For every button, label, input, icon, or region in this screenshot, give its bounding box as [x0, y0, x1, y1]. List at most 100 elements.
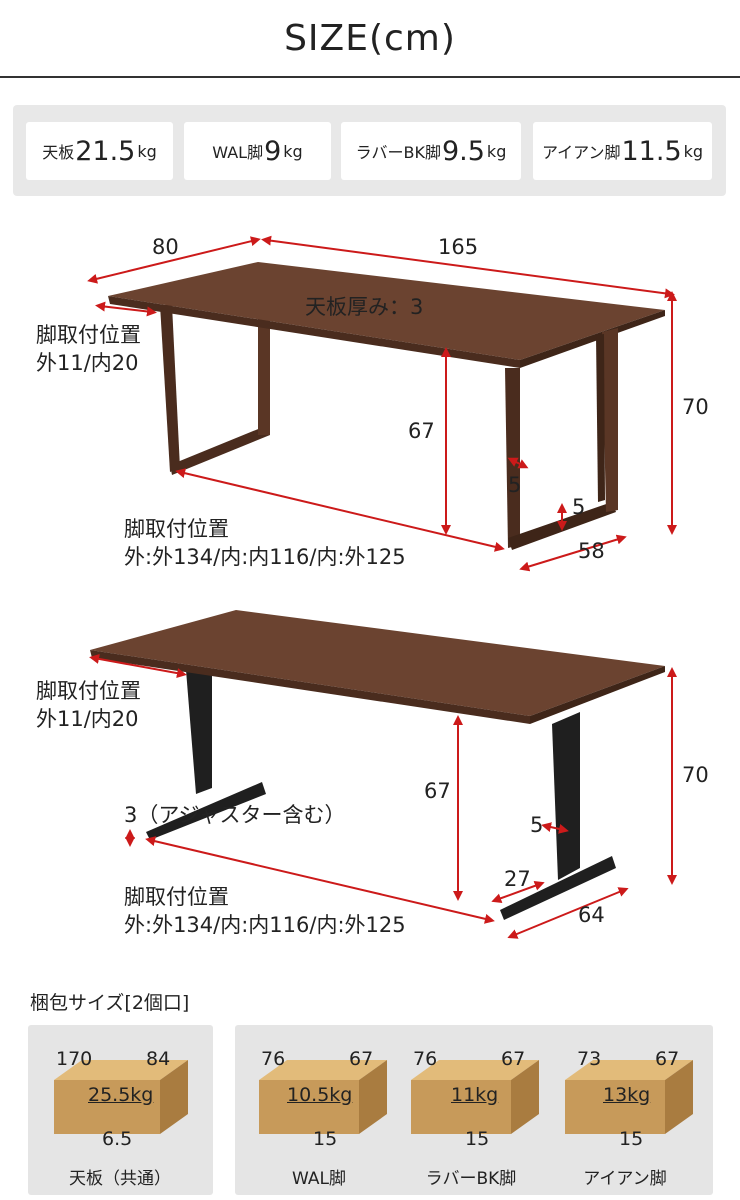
weight-label: ラバーBK脚 — [355, 143, 441, 162]
depth-label: 80 — [152, 235, 179, 259]
dim-leg-thickness — [507, 457, 529, 469]
box-caption: WAL脚 — [292, 1169, 346, 1189]
leg-pos-label-2: 外11/内20 — [36, 707, 139, 731]
weight-label: 天板 — [42, 143, 75, 162]
iron-leg-table-diagram: 脚取付位置 外11/内20 70 67 3（アジャスター含む） 5 27 64 … — [0, 600, 740, 960]
box-depth: 84 — [146, 1048, 171, 1070]
box-weight: 11kg — [451, 1084, 499, 1106]
dim-leg-pos — [95, 301, 157, 317]
leg-thickness-label: 5 — [572, 495, 586, 519]
box-height: 15 — [313, 1128, 338, 1150]
weight-panel: 天板 21.5 kg WAL脚 9 kg ラバーBK脚 9.5 kg アイアン脚… — [13, 105, 726, 196]
weight-unit: kg — [137, 141, 157, 161]
dim-foot-depth — [507, 887, 629, 939]
iron-foot — [146, 782, 266, 840]
box-icon — [259, 1060, 387, 1134]
packaging-panel-top: 170 84 25.5kg 6.5 天板（共通） — [28, 1025, 213, 1195]
dim-bottom-pos — [175, 468, 505, 552]
dim-depth — [87, 236, 261, 284]
packaging-panel-legs: 76 67 10.5kg 15 WAL脚 76 67 11kg 15 ラバーBK… — [235, 1025, 713, 1195]
box-weight: 10.5kg — [287, 1084, 353, 1106]
wood-leg-table-diagram: 80 165 天板厚み：3 脚取付位置 外11/内20 67 70 5 5 58… — [0, 220, 740, 590]
dim-width — [261, 235, 675, 299]
box-depth: 67 — [501, 1048, 526, 1070]
package-box: 73 67 13kg 15 アイアン脚 — [561, 1030, 701, 1190]
height-label: 70 — [682, 395, 709, 419]
box-caption: ラバーBK脚 — [425, 1169, 517, 1189]
weight-label: アイアン脚 — [541, 143, 621, 162]
width-label: 165 — [438, 235, 479, 259]
box-caption: アイアン脚 — [583, 1169, 667, 1189]
box-height: 15 — [619, 1128, 644, 1150]
box-width: 76 — [261, 1048, 286, 1070]
dim-foot-width — [491, 881, 545, 903]
bottom-pos-label-1: 脚取付位置 — [124, 885, 229, 909]
package-box: 170 84 25.5kg 6.5 天板（共通） — [50, 1030, 190, 1190]
leg-frame — [505, 368, 520, 548]
weight-unit: kg — [683, 141, 704, 161]
leg-thickness-label: 5 — [508, 473, 522, 497]
thickness-label: 天板厚み：3 — [305, 295, 424, 319]
box-height: 6.5 — [102, 1128, 133, 1150]
adjuster-label: 3（アジャスター含む） — [124, 803, 346, 827]
dim-leg-depth — [519, 534, 627, 572]
table-top-edge — [530, 666, 665, 724]
box-icon — [411, 1060, 539, 1134]
dim-leg-thickness — [541, 822, 569, 834]
box-height: 15 — [465, 1128, 490, 1150]
weight-card-iron: アイアン脚 11.5 kg — [533, 122, 712, 180]
weight-card-top: 天板 21.5 kg — [26, 122, 173, 180]
foot-width-label: 27 — [504, 867, 531, 891]
table-top-edge — [90, 650, 530, 724]
dim-leg-pos — [89, 653, 187, 679]
leg-thickness-label: 5 — [530, 813, 544, 837]
leg-frame — [602, 328, 618, 512]
leg-frame — [160, 305, 180, 472]
box-width: 73 — [577, 1048, 602, 1070]
box-caption: 天板（共通） — [69, 1169, 171, 1189]
weight-value: 9 — [264, 135, 282, 167]
box-icon — [565, 1060, 693, 1134]
leg-frame — [258, 318, 270, 435]
box-width: 76 — [413, 1048, 438, 1070]
table-top-edge — [520, 310, 665, 368]
inner-height-label: 67 — [424, 779, 451, 803]
leg-frame — [596, 334, 605, 502]
wood-table-drawing — [87, 235, 677, 572]
box-weight: 25.5kg — [88, 1084, 154, 1106]
weight-unit: kg — [486, 141, 507, 161]
box-width: 170 — [56, 1048, 93, 1070]
weight-value: 21.5 — [75, 135, 136, 167]
table-top — [90, 610, 665, 716]
weight-label: WAL脚 — [212, 143, 264, 162]
weight-value: 9.5 — [441, 135, 485, 167]
foot-depth-label: 64 — [578, 903, 605, 927]
leg-depth-label: 58 — [578, 539, 605, 563]
leg-pos-label-2: 外11/内20 — [36, 351, 139, 375]
iron-leg — [186, 670, 212, 794]
leg-pos-label-1: 脚取付位置 — [36, 323, 141, 347]
title-divider — [0, 76, 740, 78]
page-title: SIZE(cm) — [284, 18, 456, 59]
inner-height-label: 67 — [408, 419, 435, 443]
weight-card-rubber: ラバーBK脚 9.5 kg — [341, 122, 521, 180]
height-label: 70 — [682, 763, 709, 787]
weight-card-wal: WAL脚 9 kg — [184, 122, 331, 180]
box-icon — [54, 1060, 188, 1134]
leg-pos-label-1: 脚取付位置 — [36, 679, 141, 703]
dim-bottom-pos — [145, 836, 495, 924]
box-depth: 67 — [349, 1048, 374, 1070]
box-weight: 13kg — [603, 1084, 651, 1106]
box-depth: 67 — [655, 1048, 680, 1070]
weight-unit: kg — [283, 141, 303, 161]
package-box: 76 67 11kg 15 ラバーBK脚 — [407, 1030, 547, 1190]
bottom-pos-label-1: 脚取付位置 — [124, 517, 229, 541]
iron-table-drawing — [89, 610, 677, 939]
bottom-pos-label-2: 外:外134/内:内116/内:外125 — [124, 913, 406, 937]
weight-value: 11.5 — [621, 135, 682, 167]
packaging-title: 梱包サイズ[2個口] — [30, 992, 190, 1014]
bottom-pos-label-2: 外:外134/内:内116/内:外125 — [124, 545, 406, 569]
iron-leg — [552, 712, 580, 880]
table-top — [108, 262, 665, 360]
table-top-edge — [108, 296, 520, 368]
